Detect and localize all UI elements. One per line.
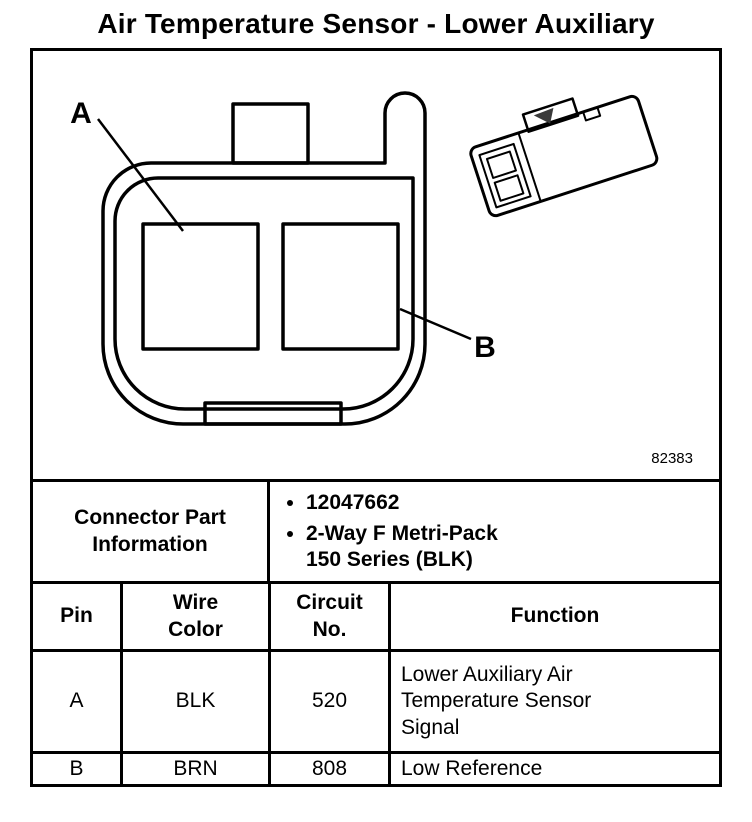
header-function: Function (510, 604, 600, 628)
iso-front-face (478, 142, 532, 209)
connector-info-details: 12047662 2-Way F Metri-Pack 150 Series (… (270, 482, 719, 581)
table-header-row: Pin Wire Color Circuit No. Function (33, 581, 719, 649)
function-a-cell: Lower Auxiliary Air Temperature Sensor S… (401, 663, 592, 739)
connector-top-tab (231, 102, 310, 165)
function-b-cell: Low Reference (401, 757, 543, 780)
cavity-a (141, 222, 260, 351)
connector-info-row: Connector Part Information 12047662 2-Wa… (33, 479, 719, 581)
header-pin: Pin (33, 584, 123, 649)
connector-front-view (101, 91, 427, 426)
iso-latch-shadow (533, 107, 554, 124)
leader-line-b (399, 307, 472, 341)
iso-terminal-2 (493, 174, 525, 202)
iso-notch (582, 106, 602, 122)
connector-series: 2-Way F Metri-Pack 150 Series (BLK) (306, 521, 498, 574)
leader-line-a (97, 118, 184, 232)
pin-a-label: A (70, 97, 92, 130)
page-title: Air Temperature Sensor - Lower Auxiliary (97, 8, 655, 39)
cavity-b (281, 222, 400, 351)
circuit-no-b-cell: 808 (271, 754, 391, 785)
header-circuit-no: Circuit No. (271, 584, 391, 649)
connector-figure-sheet: A B 82383 Connector Part Info (30, 48, 722, 787)
iso-latch (521, 97, 580, 133)
pin-b-cell: B (33, 754, 123, 785)
connector-info-label: Connector Part Information (33, 482, 270, 581)
pin-b-label: B (474, 331, 496, 364)
connector-diagram-svg: A B 82383 (70, 91, 693, 467)
connector-isometric-view (469, 94, 659, 218)
connector-part-number: 12047662 (306, 490, 498, 516)
wire-color-b-cell: BRN (123, 754, 271, 785)
connector-inner-outline (113, 176, 415, 411)
connector-outer-outline (101, 91, 427, 426)
connector-info-bullets: 12047662 2-Way F Metri-Pack 150 Series (… (280, 485, 498, 579)
iso-front-edge (517, 133, 542, 201)
iso-body (469, 94, 659, 218)
bottom-notch (203, 401, 343, 426)
pin-a-cell: A (33, 652, 123, 751)
header-wire-color: Wire Color (123, 584, 271, 649)
circuit-no-a-cell: 520 (271, 652, 391, 751)
table-row: A BLK 520 Lower Auxiliary Air Temperatur… (33, 649, 719, 751)
connector-drawing: A B 82383 (33, 51, 719, 479)
iso-terminal-1 (485, 150, 517, 179)
wire-color-a-cell: BLK (123, 652, 271, 751)
figure-number: 82383 (651, 450, 693, 467)
table-row: B BRN 808 Low Reference (33, 751, 719, 785)
service-manual-page: Air Temperature Sensor - Lower Auxiliary (0, 0, 752, 787)
